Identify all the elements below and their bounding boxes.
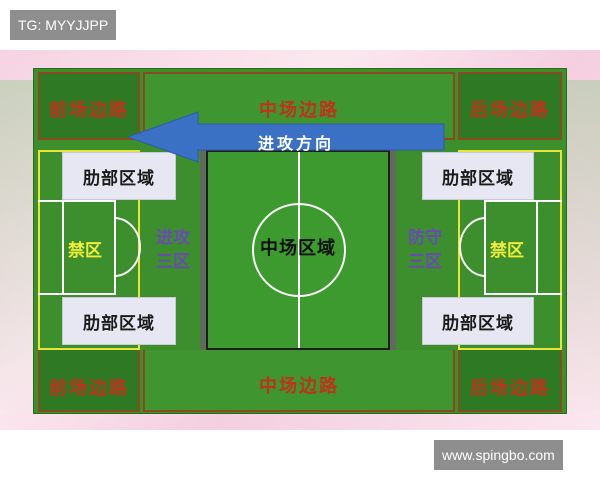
zone-bottom-mid-label: 中场边路 [259, 376, 339, 397]
right-penalty-label: 禁区 [490, 241, 524, 261]
zone-top-mid-label: 中场边路 [259, 100, 339, 121]
right-penalty-edge [484, 200, 486, 295]
right-goal-line [536, 200, 538, 295]
center-area: 中场区域 [206, 150, 390, 350]
center-label: 中场区域 [260, 238, 336, 259]
left-penalty-label: 禁区 [68, 241, 102, 261]
attack-third-line2: 三区 [156, 252, 190, 272]
zone-bottom-left: 前场边路 [38, 348, 140, 412]
zone-top-left: 前场边路 [38, 72, 140, 140]
defense-third-line1: 防守 [408, 228, 442, 248]
right-box-top [536, 200, 562, 202]
watermark-top-left: TG: MYYJJPP [10, 10, 117, 40]
left-penalty-arc [114, 217, 141, 277]
defense-third-line2: 三区 [408, 252, 442, 272]
attack-third-line1: 进攻 [156, 228, 190, 248]
left-divider-strip [200, 150, 206, 350]
left-penalty-edge [114, 200, 116, 295]
defense-third-label: 防守 三区 [400, 226, 450, 274]
attack-third-label: 进攻 三区 [150, 226, 196, 274]
halfway-line [298, 152, 300, 348]
right-divider-strip [390, 150, 396, 350]
wing-box-bottom-left: 肋部区域 [62, 297, 176, 345]
zone-top-right-label: 后场边路 [470, 100, 550, 121]
center-circle [252, 203, 346, 297]
arrow-label: 进攻方向 [258, 134, 335, 153]
wing-box-bottom-right: 肋部区域 [422, 297, 534, 345]
zone-bottom-right: 后场边路 [458, 348, 562, 412]
right-box-bottom [536, 293, 562, 295]
zone-bottom-left-label: 前场边路 [49, 378, 129, 399]
left-box-bottom [38, 293, 64, 295]
attack-direction-arrow: 进攻方向 [126, 110, 448, 164]
zone-top-left-label: 前场边路 [49, 100, 129, 121]
left-box-top [38, 200, 64, 202]
right-penalty-top [484, 200, 538, 202]
zone-top-right: 后场边路 [458, 72, 562, 140]
wing-box-top-left: 肋部区域 [62, 152, 176, 200]
left-goal-line [62, 200, 64, 295]
zone-bottom-mid: 中场边路 [143, 348, 455, 412]
wing-box-top-right: 肋部区域 [422, 152, 534, 200]
zone-bottom-right-label: 后场边路 [470, 378, 550, 399]
arrow-left-icon [126, 111, 445, 163]
left-penalty-bottom [62, 293, 116, 295]
right-penalty-bottom [484, 293, 538, 295]
watermark-bottom-right: www.spingbo.com [434, 440, 563, 470]
left-penalty-top [62, 200, 116, 202]
right-penalty-arc [459, 217, 486, 277]
